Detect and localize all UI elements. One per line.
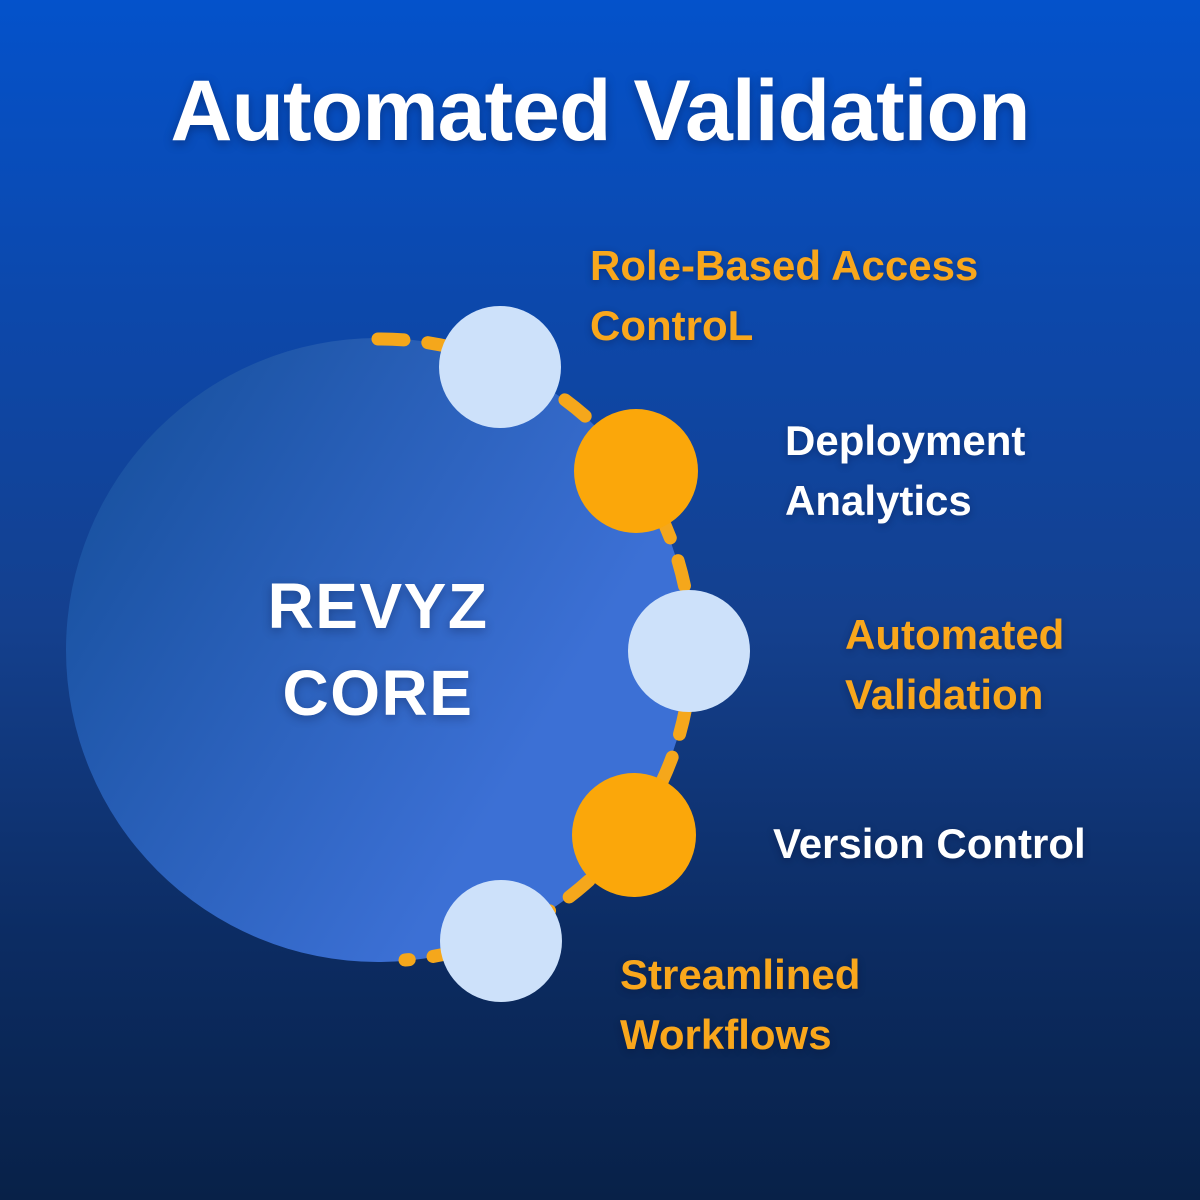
label-line: Version Control	[773, 820, 1086, 867]
node-circle-deployment-analytics	[574, 409, 698, 533]
label-line: Workflows	[620, 1011, 832, 1058]
core-label-line2: CORE	[282, 657, 474, 729]
label-line: Role-Based Access	[590, 242, 979, 289]
label-automated-validation: Automated Validation	[845, 605, 1064, 725]
core-label-line1: REVYZ	[267, 570, 489, 642]
label-line: Deployment	[785, 417, 1026, 464]
page-title: Automated Validation	[170, 63, 1030, 159]
label-version-control: Version Control	[773, 814, 1086, 874]
core-circle	[66, 338, 690, 962]
label-line: Validation	[845, 671, 1044, 718]
node-circle-automated-validation	[628, 590, 750, 712]
label-line: Analytics	[785, 477, 972, 524]
node-circle-version-control	[572, 773, 696, 897]
label-deployment-analytics: Deployment Analytics	[785, 411, 1025, 531]
core-label: REVYZ CORE	[268, 563, 489, 737]
node-circle-streamlined-workflows	[440, 880, 562, 1002]
label-role-based-access-control: Role-Based Access ControL	[590, 236, 978, 356]
label-streamlined-workflows: Streamlined Workflows	[620, 945, 860, 1065]
label-line: ControL	[590, 302, 754, 349]
label-line: Automated	[845, 611, 1065, 658]
label-line: Streamlined	[620, 951, 861, 998]
node-circle-role-based-access-control	[439, 306, 561, 428]
